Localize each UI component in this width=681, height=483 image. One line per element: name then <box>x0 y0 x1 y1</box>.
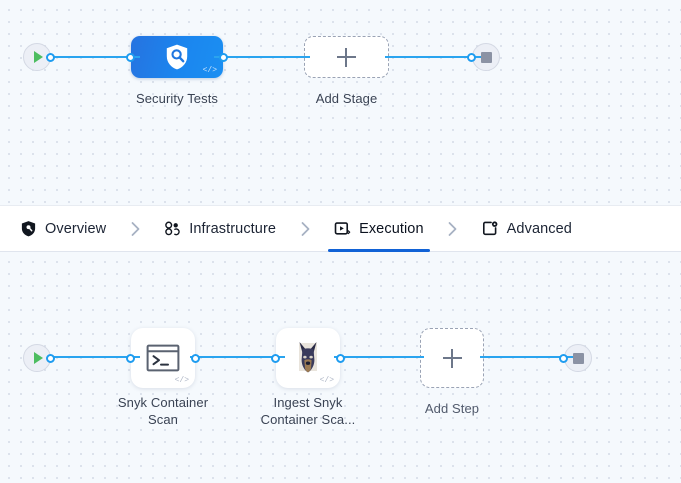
label-line-1: Ingest Snyk <box>273 395 343 410</box>
ingest-snyk-box[interactable]: </> <box>276 328 340 388</box>
code-badge[interactable]: </> <box>319 376 334 385</box>
tab-advanced[interactable]: Advanced <box>476 206 578 252</box>
play-box-icon <box>334 222 351 235</box>
tab-overview-label: Overview <box>45 220 107 237</box>
tab-infrastructure[interactable]: Infrastructure <box>158 206 282 252</box>
code-badge[interactable]: </> <box>202 66 217 75</box>
datadog-doberman-icon <box>299 342 317 373</box>
security-tests-label: Security Tests <box>135 91 219 106</box>
add-step-node[interactable]: Add Step <box>420 328 484 416</box>
chevron-right-icon <box>448 221 457 236</box>
plus-icon <box>337 47 356 67</box>
stop-icon <box>480 51 492 63</box>
add-stage-node[interactable]: Add Stage <box>304 36 389 106</box>
chevron-right-icon <box>301 221 309 236</box>
step-end-port[interactable] <box>559 353 568 363</box>
tab-advanced-label: Advanced <box>506 220 572 237</box>
edge-snyk-scan-to-ingest <box>190 356 285 359</box>
add-stage-label: Add Stage <box>315 91 378 106</box>
add-stage-button[interactable] <box>304 36 389 78</box>
ingest-snyk-output-port[interactable] <box>336 353 345 363</box>
edge-security-tests-to-add-stage <box>214 55 310 58</box>
chevron-right-icon <box>131 221 140 236</box>
edge-add-stage-to-end <box>385 55 481 58</box>
tab-execution-label: Execution <box>359 220 424 237</box>
tab-separator-3 <box>430 221 476 237</box>
label-line-1: Snyk Container <box>117 395 209 410</box>
label-line-2: Container Sca... <box>260 412 356 427</box>
stop-icon <box>572 352 584 364</box>
edge-start-to-security-tests <box>50 55 140 58</box>
label-line-2: Scan <box>147 412 179 427</box>
snyk-scan-input-port[interactable] <box>126 353 135 363</box>
security-tests-output-port[interactable] <box>219 52 228 62</box>
start-node-port[interactable] <box>46 52 55 62</box>
nodes-cluster-icon <box>165 221 180 236</box>
step-start-node[interactable] <box>23 344 55 372</box>
snyk-container-scan-label: Snyk Container Scan <box>89 394 237 428</box>
tab-separator-2 <box>282 221 328 237</box>
plus-icon <box>442 348 462 368</box>
end-node-circle <box>472 43 500 71</box>
play-icon <box>33 51 43 63</box>
pipeline-stage-canvas[interactable]: </> Security Tests Add Stage <box>0 0 681 205</box>
pipeline-step-canvas[interactable]: </> Snyk Container Scan <box>0 252 681 483</box>
end-node-port[interactable] <box>467 52 476 62</box>
play-icon <box>33 352 43 364</box>
security-tests-box[interactable]: </> <box>131 36 223 78</box>
tab-overview[interactable]: Overview <box>14 206 112 252</box>
add-step-label: Add Step <box>424 401 480 416</box>
ingest-snyk-input-port[interactable] <box>271 353 280 363</box>
tab-infrastructure-label: Infrastructure <box>189 220 277 237</box>
pipeline-tab-bar: Overview Infrastructure <box>0 205 681 252</box>
edge-add-step-to-end <box>480 356 573 359</box>
edge-start-to-snyk-container-scan <box>50 356 140 359</box>
tab-execution[interactable]: Execution <box>328 206 430 252</box>
stage-node-security-tests[interactable]: </> Security Tests <box>126 36 228 106</box>
code-badge[interactable]: </> <box>174 376 189 385</box>
step-node-ingest-snyk-container-scan[interactable]: </> Ingest Snyk Container Sca... <box>261 328 355 427</box>
step-node-snyk-container-scan[interactable]: </> Snyk Container Scan <box>118 328 208 427</box>
snyk-container-scan-box[interactable]: </> <box>131 328 195 388</box>
step-start-port[interactable] <box>46 353 55 363</box>
card-gear-icon <box>482 221 498 236</box>
shield-search-icon <box>166 44 188 70</box>
add-step-button[interactable] <box>420 328 484 388</box>
shield-icon <box>21 221 36 237</box>
security-tests-input-port[interactable] <box>126 52 135 62</box>
edge-ingest-to-add-step <box>334 356 424 359</box>
tab-separator-1 <box>112 221 158 237</box>
terminal-icon <box>146 344 180 372</box>
ingest-snyk-label: Ingest Snyk Container Sca... <box>234 394 382 428</box>
pipeline-start-node[interactable] <box>23 43 55 71</box>
pipeline-end-node[interactable] <box>467 43 500 71</box>
snyk-scan-output-port[interactable] <box>191 353 200 363</box>
